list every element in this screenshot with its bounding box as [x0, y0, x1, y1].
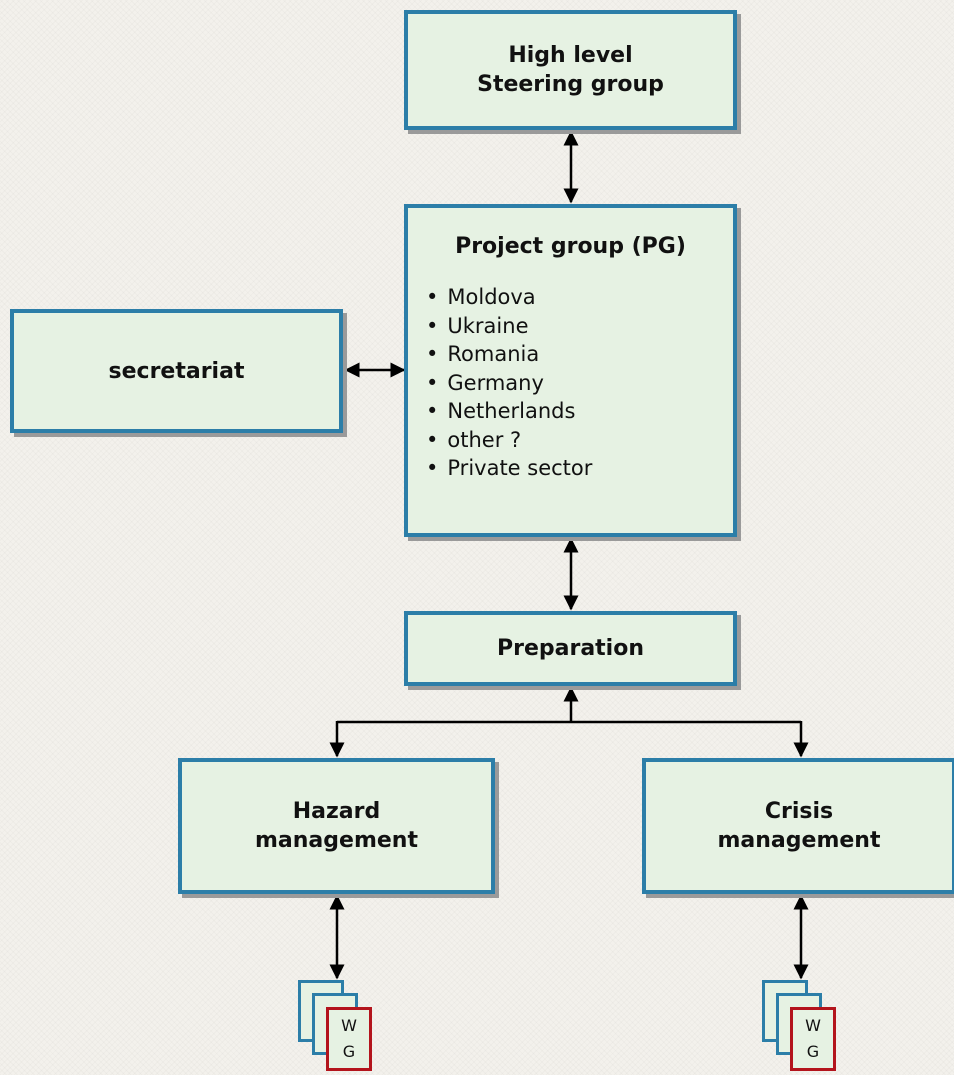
- member-item: Ukraine: [426, 312, 733, 341]
- crisis-management-title: Crisis management: [717, 799, 881, 853]
- hazard-wg-card-front: W G: [326, 1007, 372, 1071]
- crisis-wg-label: W G: [805, 1016, 821, 1061]
- crisis-wg-card-front: W G: [790, 1007, 836, 1071]
- secretariat-title: secretariat: [108, 358, 245, 384]
- member-item: Moldova: [426, 283, 733, 312]
- preparation-title: Preparation: [496, 636, 645, 661]
- member-item: Romania: [426, 340, 733, 369]
- hazard-wg-label: W G: [341, 1016, 357, 1061]
- steering-group-box: High level Steering group: [404, 10, 737, 130]
- project-group-member-list: Moldova Ukraine Romania Germany Netherla…: [408, 283, 733, 483]
- secretariat-box: secretariat: [10, 309, 343, 433]
- project-group-title: Project group (PG): [455, 234, 686, 259]
- steering-group-title: High level Steering group: [477, 43, 664, 97]
- member-item: Private sector: [426, 454, 733, 483]
- project-group-box: Project group (PG) Moldova Ukraine Roman…: [404, 204, 737, 537]
- member-item: other ?: [426, 426, 733, 455]
- crisis-management-box: Crisis management: [642, 758, 954, 894]
- hazard-management-box: Hazard management: [178, 758, 495, 894]
- member-item: Netherlands: [426, 397, 733, 426]
- preparation-box: Preparation: [404, 611, 737, 686]
- member-item: Germany: [426, 369, 733, 398]
- hazard-management-title: Hazard management: [255, 799, 418, 853]
